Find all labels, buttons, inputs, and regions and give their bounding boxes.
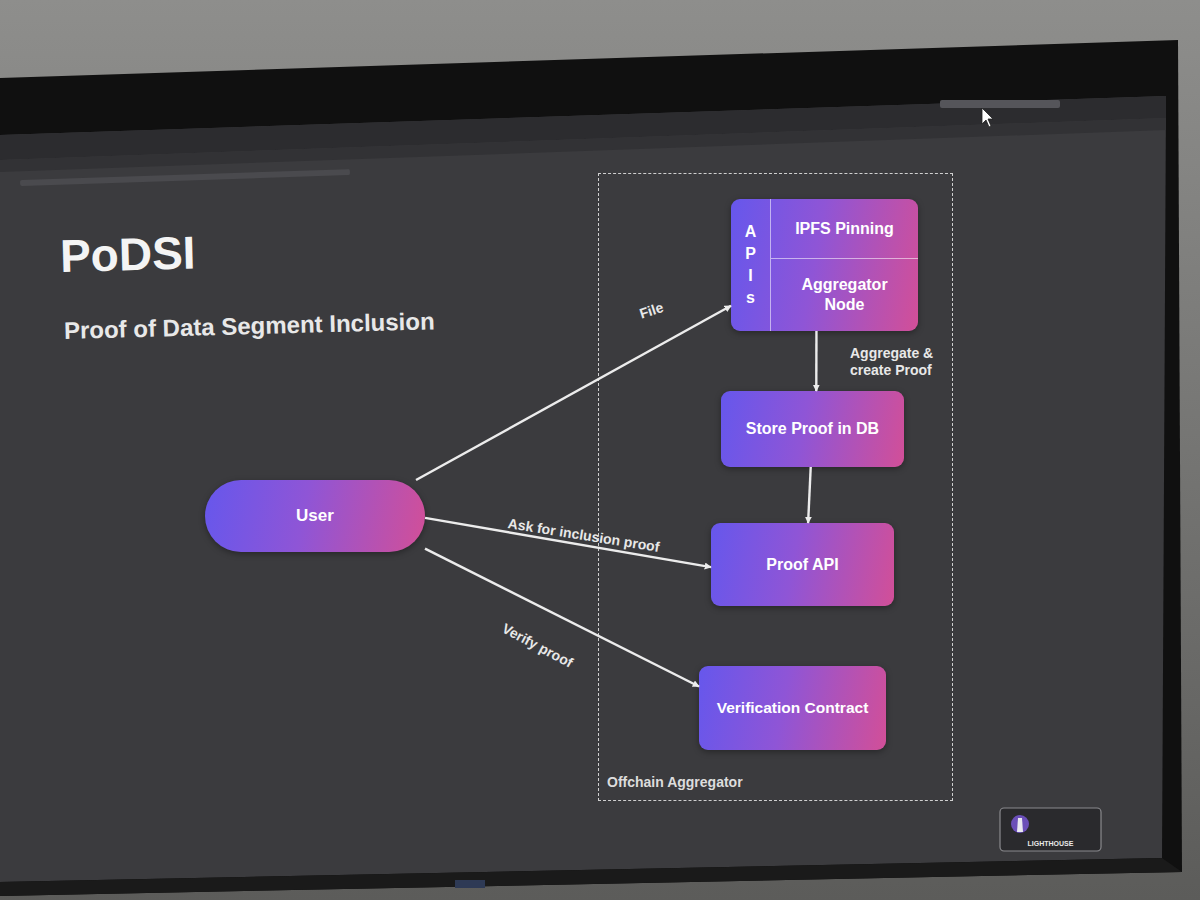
user-pill: User: [205, 480, 425, 552]
node-label: Store Proof in DB: [746, 420, 879, 438]
node-label: Proof API: [766, 556, 838, 574]
flow-arrow: [425, 549, 699, 687]
status-icons: [940, 100, 1060, 108]
process-box: Proof API: [711, 523, 894, 606]
node-label: A P I s: [731, 199, 771, 331]
flow-arrow: [425, 518, 711, 567]
process-box: Store Proof in DB: [721, 391, 904, 467]
node-label: User: [296, 506, 334, 526]
screen-edge: [0, 858, 1182, 896]
node-label: Offchain Aggregator: [607, 774, 743, 790]
edge-label: File: [637, 299, 665, 323]
logo-lighthouse: [1017, 818, 1023, 832]
logo-text: LIGHTHOUSE: [1003, 840, 1098, 848]
node-label: Verification Contract: [713, 699, 873, 717]
flow-arrow: [808, 467, 811, 523]
projector-sensor: [455, 880, 485, 888]
logo-icon: [1011, 815, 1029, 833]
flow-arrow: [815, 331, 818, 391]
service-cell: Aggregator Node: [771, 259, 918, 331]
process-box: Verification Contract: [699, 666, 886, 750]
flow-arrow: [416, 306, 731, 480]
logo-frame: [1000, 808, 1101, 851]
edge-label: Verify proof: [499, 620, 576, 672]
node-label: Aggregator Node: [790, 275, 900, 315]
slide-area: [0, 96, 1166, 882]
service-cell: IPFS Pinning: [771, 199, 918, 259]
api-box: A P I s IPFS PinningAggregator Node: [731, 199, 918, 331]
edge-label: Aggregate & create Proof: [850, 345, 945, 379]
menu-items: [20, 169, 350, 186]
aggregator-group: Offchain Aggregator A P I s IPFS PinningAg…: [598, 173, 953, 801]
screen-bezel: [0, 40, 1182, 896]
slide-title: PoDSI: [59, 229, 196, 279]
subtitle: Proof of Data Segment Inclusion: [64, 308, 435, 343]
mouse-cursor: [982, 108, 993, 127]
edge-label: Ask for inclusion proof: [507, 515, 661, 556]
node-label: IPFS Pinning: [795, 220, 894, 238]
